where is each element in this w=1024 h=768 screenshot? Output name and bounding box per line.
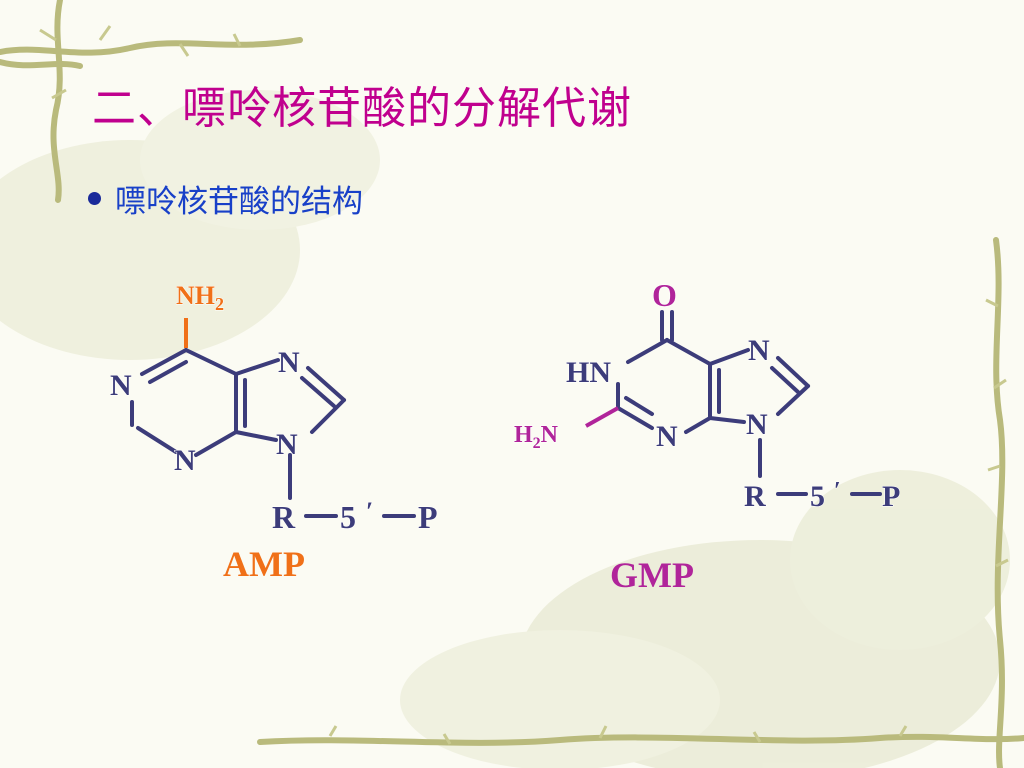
amp-phosphate-label: P <box>418 499 438 535</box>
amp-n9-label: N <box>276 428 298 461</box>
gmp-n7-label: N <box>748 334 770 367</box>
gmp-phosphate-label: P <box>882 480 900 513</box>
amp-caption: AMP <box>223 544 305 584</box>
gmp-caption: GMP <box>610 555 694 595</box>
amp-n1-label: N <box>110 369 132 402</box>
gmp-n3-label: N <box>656 420 678 453</box>
amp-position-label: 5 <box>340 499 356 535</box>
slide-title: 二、嘌呤核苷酸的分解代谢 <box>92 83 632 134</box>
bullet-item: 嘌呤核苷酸的结构 <box>88 176 363 221</box>
bullet-dot-icon <box>88 192 101 205</box>
gmp-position-label: 5 <box>810 480 825 513</box>
gmp-sugar-label: R <box>744 480 766 513</box>
amp-amine-label: NH2 <box>176 281 224 314</box>
gmp-prime-label: ′ <box>834 478 841 504</box>
amp-prime-label: ′ <box>366 497 373 526</box>
gmp-n9-label: N <box>746 408 768 441</box>
bullet-text: 嘌呤核苷酸的结构 <box>115 184 363 220</box>
gmp-oxo-label: O <box>652 277 677 313</box>
gmp-hn-label: HN <box>566 356 611 389</box>
amp-n3-label: N <box>174 444 196 477</box>
amp-sugar-label: R <box>272 499 296 535</box>
amp-n7-label: N <box>278 346 300 379</box>
gmp-amine-label: H2N <box>514 422 559 452</box>
